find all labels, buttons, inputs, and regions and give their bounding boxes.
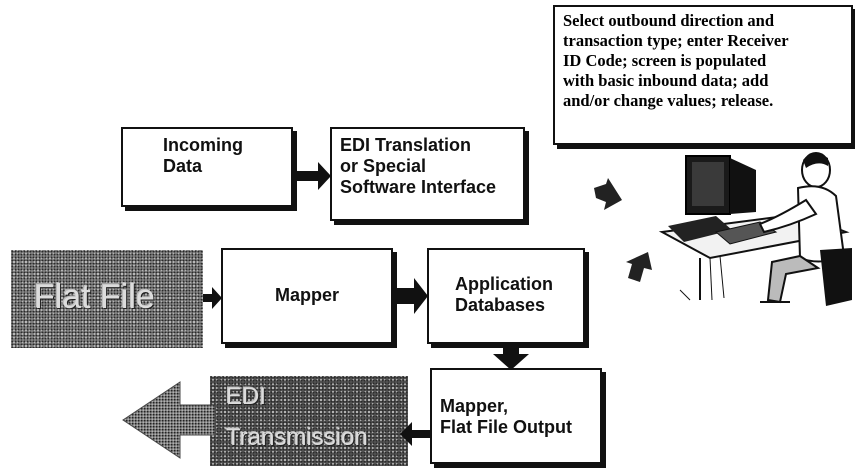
mapper-flat-file-output-box: Mapper, Flat File Output [430,368,602,464]
mapper-label: Mapper [275,285,340,305]
note-line-5: and/or change values; release. [563,91,774,110]
mapper-output-line-1: Mapper, [440,396,509,416]
edi-translation-line-1: EDI Translation [340,135,472,155]
computer-operator-illustration [658,152,852,306]
edi-translation-line-2: or Special [340,156,427,176]
outbound-transmission-arrow [122,381,216,459]
edi-transmission-block [210,376,408,466]
edi-transmission-line-1: EDI [226,383,267,410]
application-databases-box: Application Databases [427,248,585,344]
edi-translation-box: EDI Translation or Special Software Inte… [330,127,525,221]
flat-file-label: Flat File [34,278,155,316]
arrow-to-operator [594,178,622,210]
incoming-data-box: Incoming Data [121,127,293,207]
incoming-line-1: Incoming [163,135,243,155]
arrow-from-operator [626,252,652,282]
note-line-2: transaction type; enter Receiver [563,31,789,50]
operator-instructions-note: Select outbound direction and transactio… [553,5,853,145]
note-line-4: with basic inbound data; add [563,71,769,90]
app-db-line-1: Application [455,274,553,294]
flat-file-block [11,250,203,348]
arrow-mapper-output-to-edi [400,422,430,446]
arrow-incoming-to-edi [296,162,331,190]
edi-transmission-line-2: Transmission [226,424,368,451]
mapper-output-line-2: Flat File Output [440,417,572,437]
mapper-box: Mapper [221,248,393,344]
arrow-appdb-to-mapper-output [493,344,529,370]
arrow-flatfile-to-mapper [203,287,222,309]
note-line-1: Select outbound direction and [563,11,775,30]
edi-translation-line-3: Software Interface [340,177,497,197]
incoming-line-2: Data [163,156,203,176]
arrow-mapper-to-appdb [395,278,428,314]
note-line-3: ID Code; screen is populated [563,51,767,70]
app-db-line-2: Databases [455,295,546,315]
